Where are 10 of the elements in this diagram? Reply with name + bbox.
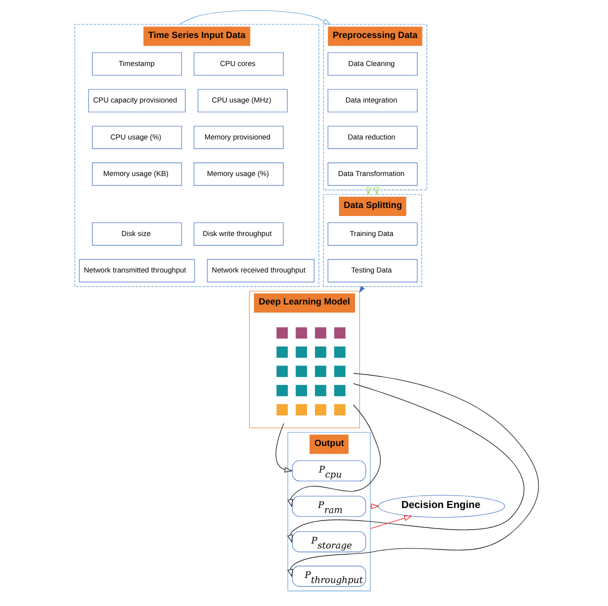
arrow — [370, 516, 412, 529]
arrow — [178, 10, 330, 25]
arrow — [286, 383, 524, 543]
arrow — [286, 373, 538, 578]
node-ellipse: Decision Engine — [377, 494, 505, 518]
arrow — [370, 504, 379, 510]
arrow — [358, 286, 364, 294]
cluster: Deep Learning Model — [248, 290, 360, 428]
arrow — [366, 187, 372, 196]
arrow — [286, 404, 380, 508]
